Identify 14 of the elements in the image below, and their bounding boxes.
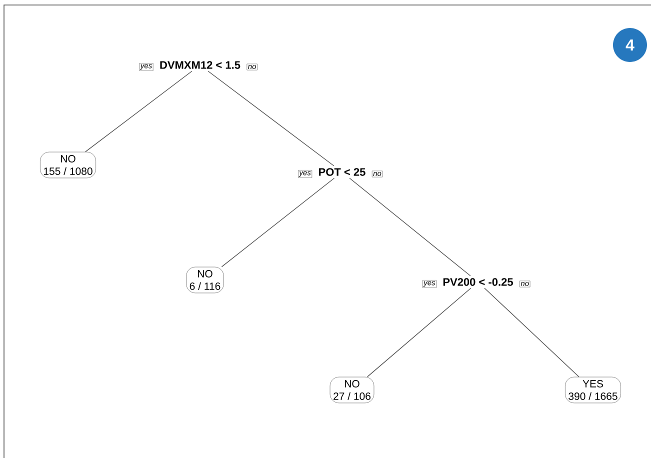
branch-line <box>366 288 472 378</box>
leaf-box: NO 155 / 1080 <box>40 152 96 178</box>
leaf-box: NO 27 / 106 <box>330 376 374 404</box>
branch-line <box>484 288 580 378</box>
figure-number-badge: 4 <box>613 28 647 62</box>
split-condition: DVMXM12 < 1.5 <box>160 61 240 69</box>
split-condition: PV200 < -0.25 <box>443 278 513 286</box>
branch-line <box>208 70 334 166</box>
split-condition: POT < 25 <box>319 168 366 176</box>
leaf-box: NO 6 / 116 <box>186 266 224 294</box>
leaf-box: YES 390 / 1665 <box>564 376 621 404</box>
branch-line <box>85 70 192 152</box>
branch-line <box>349 178 471 276</box>
branch-line <box>221 178 335 268</box>
